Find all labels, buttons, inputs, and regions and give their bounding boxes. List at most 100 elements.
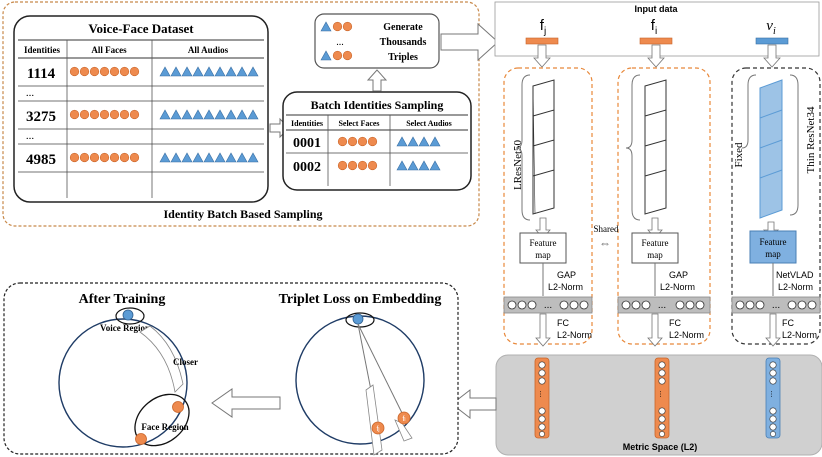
closer-arrow: [139, 325, 184, 393]
batch-title: Batch Identities Sampling: [311, 98, 444, 112]
negative-face-point: [371, 421, 385, 435]
dataset-row-id: 1114: [27, 66, 56, 82]
feature-map-text: Feature: [760, 237, 787, 247]
face-embedding-point: [135, 433, 147, 445]
voice-branch-brace: [789, 74, 799, 216]
feature-map-text: map: [765, 249, 781, 259]
pool-label: GAP: [669, 270, 688, 280]
voice-branch-label: Thin ResNet34: [805, 106, 817, 173]
arrow-batch-to-triples: [366, 69, 388, 92]
batch-header-audios: Select Audios: [406, 119, 452, 128]
arrow-input-to-branch: [763, 44, 781, 68]
embedding-dots: ...: [544, 300, 552, 311]
batch-row-id: 0001: [293, 136, 321, 151]
input-face-i-bar: [639, 37, 673, 45]
triplet-loss-title: Triplet Loss on Embedding: [279, 292, 442, 307]
voice-region-ellipse: [115, 307, 145, 325]
fc-label: FC: [669, 318, 681, 328]
input-symbol-voice-i: vi: [766, 18, 776, 37]
generate-triples-box: ... Generate Thousands Triples: [314, 13, 440, 69]
feature-map-text: map: [647, 250, 663, 260]
dataset-header-identities: Identities: [24, 45, 60, 55]
feature-map-text: Feature: [530, 238, 557, 248]
shared-label: Shared: [594, 224, 619, 234]
feature-map-face-i: [631, 232, 679, 264]
triples-text-line2: Thousands: [380, 37, 427, 48]
shared-arrow-icon: ⇔: [599, 236, 611, 250]
fc-label: FC: [782, 318, 794, 328]
pool-label: L2-Norm: [778, 282, 813, 292]
arrow-triples-to-input: [440, 22, 499, 62]
dataset-row-id: 3275: [26, 109, 56, 125]
face-backbone-i: [644, 79, 667, 215]
batch-sampling-table: Batch Identities Sampling Identities Sel…: [282, 91, 472, 191]
input-data-label: Input data: [635, 4, 679, 14]
arrow-metric-to-embedding: [451, 388, 497, 420]
input-face-j-bar: [525, 37, 559, 45]
sampling-panel-title: Identity Batch Based Sampling: [163, 207, 322, 221]
push-away-arrow: [365, 384, 383, 456]
face-branch-brace: [515, 74, 531, 221]
arrow-input-to-branch: [647, 44, 665, 68]
voice-backbone: [759, 79, 783, 219]
batch-header-faces: Select Faces: [338, 119, 379, 128]
dataset-row-ellipsis: ...: [26, 130, 35, 142]
embedding-bar-face-i: ...: [617, 296, 711, 314]
face-embedding-point: [172, 401, 184, 413]
dataset-title: Voice-Face Dataset: [88, 21, 194, 36]
input-symbol-face-i: fi: [651, 17, 657, 37]
dataset-header-audios: All Audios: [188, 45, 229, 55]
negative-face-label: fj: [376, 426, 379, 433]
distance-line: [357, 323, 405, 418]
input-symbol-face-j: fj: [540, 17, 546, 37]
embedding-bar-face-j: ...: [503, 296, 593, 314]
pool-label: L2-Norm: [660, 282, 695, 292]
pool-label: L2-Norm: [548, 282, 583, 292]
arrow-triplet-to-after: [211, 388, 281, 418]
face-backbone-j: [532, 79, 555, 215]
metric-vector-voice: ...: [765, 357, 781, 439]
dataset-row-ellipsis: ...: [26, 87, 35, 99]
after-training-circle: [58, 318, 188, 448]
metric-vector-face-i: ...: [654, 357, 670, 439]
metric-vector-dots: ...: [769, 391, 778, 398]
embedding-panel: [3, 282, 459, 455]
voice-region-label: Voice Region: [100, 323, 150, 333]
feature-map-face-j: [519, 232, 567, 264]
closer-label: Closer: [173, 357, 198, 367]
pool-label: GAP: [557, 270, 576, 280]
feature-map-text: map: [535, 250, 551, 260]
arrow-fc: [647, 313, 663, 347]
input-voice-bar: [755, 37, 789, 45]
feature-map-voice: [749, 230, 797, 264]
dataset-header-faces: All Faces: [91, 45, 127, 55]
metric-vector-dots: ...: [658, 391, 667, 398]
embedding-dots: ...: [658, 300, 666, 311]
fc-label: FC: [557, 318, 569, 328]
embedding-bar-voice: ...: [731, 296, 821, 314]
fixed-label: Fixed: [733, 142, 745, 168]
after-training-title: After Training: [79, 292, 166, 307]
fixed-brace: [741, 74, 757, 149]
feature-map-text: Feature: [642, 238, 669, 248]
metric-space-label: Metric Space (L2): [623, 442, 698, 452]
positive-face-point: [397, 411, 411, 425]
triples-text-line1: Generate: [383, 22, 423, 33]
pool-label: NetVLAD: [776, 270, 814, 280]
metric-vector-dots: ...: [538, 391, 547, 398]
positive-face-label: fi: [402, 416, 405, 423]
anchor-voice-point: [352, 313, 364, 325]
arrow-input-to-branch: [533, 44, 551, 68]
dataset-row-id: 4985: [26, 152, 56, 168]
batch-row-id: 0002: [293, 160, 321, 175]
fc-label: L2-Norm: [669, 330, 704, 340]
face-branch-brace: [625, 74, 641, 221]
embedding-dots: ...: [772, 300, 780, 311]
batch-header-identities: Identities: [291, 119, 323, 128]
triples-dots: ...: [336, 37, 344, 48]
triples-text-line3: Triples: [388, 52, 418, 63]
fc-label: L2-Norm: [782, 330, 817, 340]
arrow-fc: [765, 313, 781, 347]
arrow-fc: [535, 313, 551, 347]
